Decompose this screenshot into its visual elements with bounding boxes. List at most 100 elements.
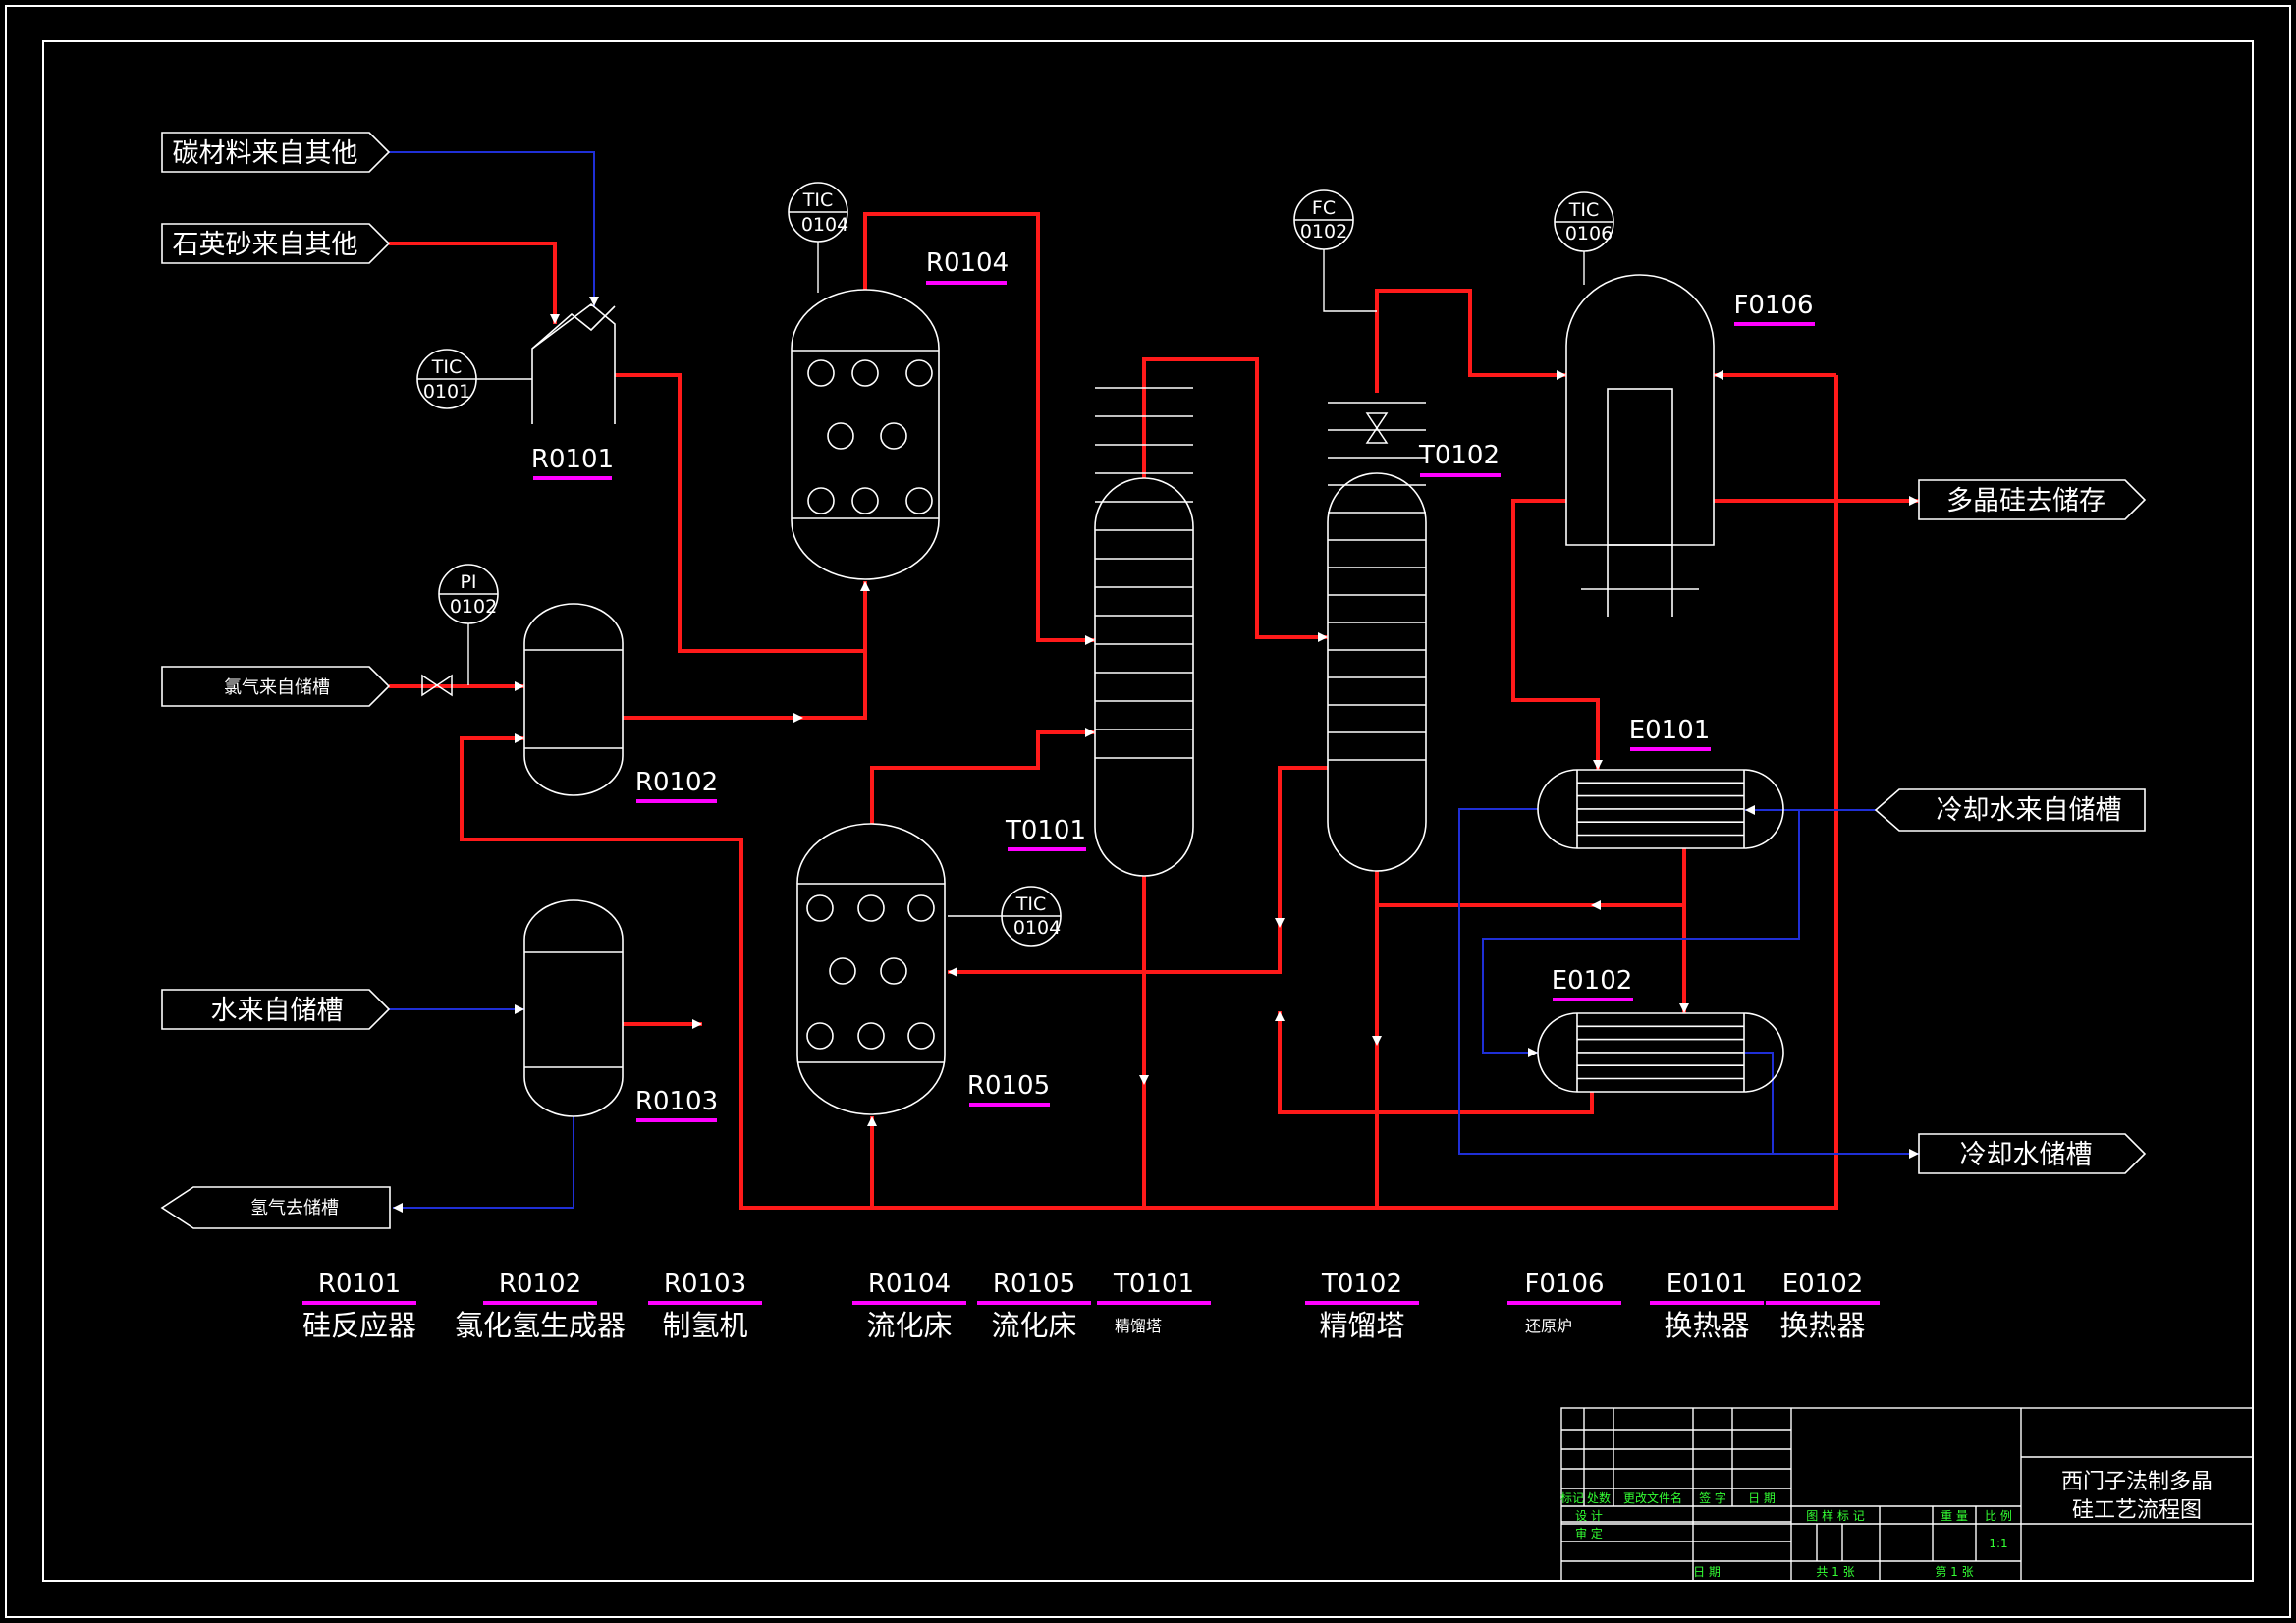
product-flag-polysilicon: 多晶硅去储存 [1918, 479, 2147, 520]
pipes-layer [389, 151, 1919, 1213]
bed-particle [807, 487, 835, 514]
bed-particle [880, 957, 907, 985]
pipe-r0102-r0104 [803, 651, 867, 720]
pipe-t0102-side [1275, 766, 1328, 928]
instrument-tic0104-top: TIC 0104 [788, 182, 848, 293]
tag-r0101: R0101 [531, 445, 614, 474]
bed-particle [857, 894, 885, 922]
bed-particle [905, 359, 933, 387]
fc0102-num: 0102 [1300, 221, 1347, 243]
tic0104b-type: TIC [1015, 893, 1046, 915]
scale-value: 1:1 [1989, 1537, 2007, 1550]
instrument-pi0102: PI 0102 [438, 564, 499, 685]
pipe-furnace-e0101 [1511, 499, 1603, 770]
instrument-tic0104-r0105: TIC 0104 [948, 886, 1062, 947]
r0104-fluidized-bed [791, 289, 940, 580]
legend-tag: T0101 [1113, 1270, 1194, 1299]
r0103-hydrogen-maker [523, 899, 624, 1117]
tag-t0102: T0102 [1418, 441, 1500, 470]
feed-flag-carbon: 碳材料来自其他 [161, 132, 391, 173]
legend-name: 氯化氢生成器 [455, 1309, 626, 1342]
legend-tag: T0102 [1321, 1270, 1402, 1299]
legend-item: R0105 流化床 [977, 1270, 1091, 1342]
tag-r0105: R0105 [967, 1071, 1050, 1101]
design-label: 设 计 [1575, 1509, 1603, 1523]
pipe-e0102-return [1275, 1011, 1594, 1114]
instrument-tic0101: TIC 0101 [416, 349, 532, 409]
instrument-tic0106: TIC 0106 [1554, 191, 1614, 285]
bed-particle [827, 422, 854, 450]
tag-r0104: R0104 [926, 248, 1009, 278]
tic0101-type: TIC [431, 356, 462, 378]
tic0106-type: TIC [1568, 199, 1599, 221]
feed-carbon-label: 碳材料来自其他 [173, 138, 358, 169]
pi0102-num: 0102 [450, 596, 497, 618]
feed-quartz-label: 石英砂来自其他 [173, 230, 358, 260]
pipe-to-r0105 [948, 928, 1282, 977]
pipe-cooling-out [1458, 808, 1919, 1159]
pipe-recycle-r0102 [460, 733, 743, 1024]
legend-tag: R0104 [868, 1270, 951, 1299]
rev-header-count: 处数 [1587, 1490, 1611, 1505]
pipe-cooling-e0102 [1482, 810, 1800, 1057]
valve-chlorine [421, 674, 453, 697]
fc0102-type: FC [1312, 197, 1336, 219]
rev-header-sign: 签 字 [1699, 1490, 1726, 1505]
weight-label: 重 量 [1941, 1509, 1968, 1523]
pipe-quartz [389, 242, 560, 324]
t0102-distillation-column [1327, 402, 1427, 872]
legend-name: 流化床 [991, 1309, 1076, 1342]
feed-flag-water: 水来自储槽 [161, 989, 391, 1030]
t0101-distillation-column [1094, 387, 1194, 877]
legend-tag: R0105 [993, 1270, 1075, 1299]
bed-particle [851, 487, 879, 514]
product-flag-cooling-out: 冷却水储槽 [1918, 1133, 2147, 1174]
tic0101-num: 0101 [423, 381, 470, 403]
legend-tag: R0103 [664, 1270, 746, 1299]
scale-label: 比 例 [1985, 1509, 2012, 1523]
bed-particle [806, 894, 834, 922]
instrument-fc0102: FC 0102 [1293, 189, 1377, 312]
tag-t0101: T0101 [1005, 816, 1086, 845]
sheets-total: 共 1 张 [1816, 1565, 1854, 1579]
legend-tag: R0102 [499, 1270, 581, 1299]
pipe-t0101-t0102 [1142, 357, 1328, 642]
r0101-roof [531, 305, 616, 350]
r0104-fluidized-bed-shell [791, 289, 940, 580]
legend-name: 硅反应器 [302, 1309, 416, 1342]
legend-item: R0104 流化床 [852, 1270, 966, 1342]
stage-label: 图 样 标 记 [1806, 1508, 1864, 1523]
legend-item: F0106 还原炉 [1507, 1270, 1621, 1335]
feed-water-label: 水来自储槽 [211, 996, 344, 1026]
r0103-hydrogen-maker-shell [523, 899, 624, 1117]
legend-tag: F0106 [1524, 1270, 1604, 1299]
title-block [1560, 1407, 2254, 1582]
r0101-reactor [531, 302, 616, 424]
equipment-legend: R0101硅反应器R0102氯化氢生成器R0103制氢机R0104流化床R010… [302, 1270, 1880, 1342]
feed-chlorine-label: 氯气来自储槽 [224, 677, 330, 698]
tag-r0103: R0103 [635, 1087, 718, 1116]
r0105-fluidized-bed-shell [796, 823, 946, 1115]
legend-name: 换热器 [1664, 1309, 1749, 1342]
tag-r0102: R0102 [635, 768, 718, 797]
drawing-title-line1: 西门子法制多晶 [2061, 1470, 2213, 1494]
f0106-reduction-furnace [1565, 274, 1715, 617]
pipe-r0105-t0101 [870, 728, 1095, 824]
product-flag-hydrogen: 氢气去储槽 [160, 1186, 391, 1229]
bed-particle [829, 957, 856, 985]
outer-frame [5, 5, 2291, 1618]
legend-name: 流化床 [866, 1309, 952, 1342]
pipe-carbon [389, 151, 599, 306]
bed-particle [907, 1022, 935, 1050]
legend-name: 精馏塔 [1115, 1317, 1162, 1335]
bed-particle [907, 894, 935, 922]
date-label: 日 期 [1693, 1565, 1721, 1579]
legend-name: 还原炉 [1525, 1317, 1572, 1335]
legend-name: 制氢机 [662, 1309, 747, 1342]
equipment-layer [523, 274, 1784, 1117]
